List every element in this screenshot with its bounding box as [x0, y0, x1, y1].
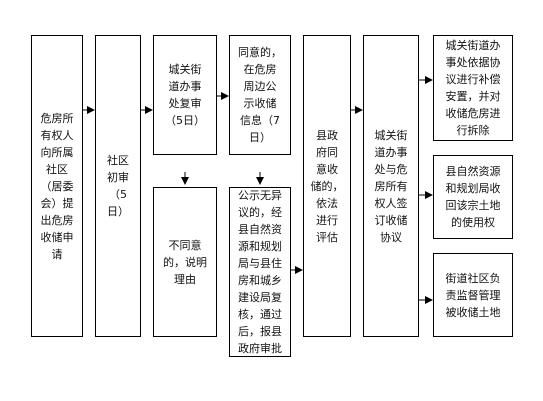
step-sign-agreement: 城关街 道办事 处与危 房所有 权人签 订收储 协议 — [363, 35, 419, 337]
step-verification-approval: 公示无异 议的，经 县自然资 源和规划 局与县住 房和城乡 建设局复 核，通过 … — [229, 187, 291, 357]
step-subdistrict-review: 城关街 道办事 处复审 （5日） — [153, 35, 217, 155]
step-public-notice: 同意的， 在危房 周边公 示收储 信息（7 日） — [229, 35, 291, 155]
step-rejection: 不同意 的，说明 理由 — [153, 187, 217, 337]
step-community-review: 社区 初审 （5 日） — [95, 35, 141, 337]
result-supervision: 街道社区负 责监督管理 被收储土地 — [433, 253, 513, 337]
step-application: 危房所 有权人 向所属 社区 （居委 会）提 出危房 收储申 请 — [31, 35, 83, 337]
result-land-reclaim: 县自然资源 和规划局收 回该宗土地 的使用权 — [433, 155, 513, 239]
step-county-evaluation: 县政 府同 意收 储的， 依法 进行 评估 — [303, 35, 351, 337]
result-compensation-demolition: 城关街道办 事处依据协 议进行补偿 安置，并对 收储危房进 行拆除 — [433, 35, 513, 141]
